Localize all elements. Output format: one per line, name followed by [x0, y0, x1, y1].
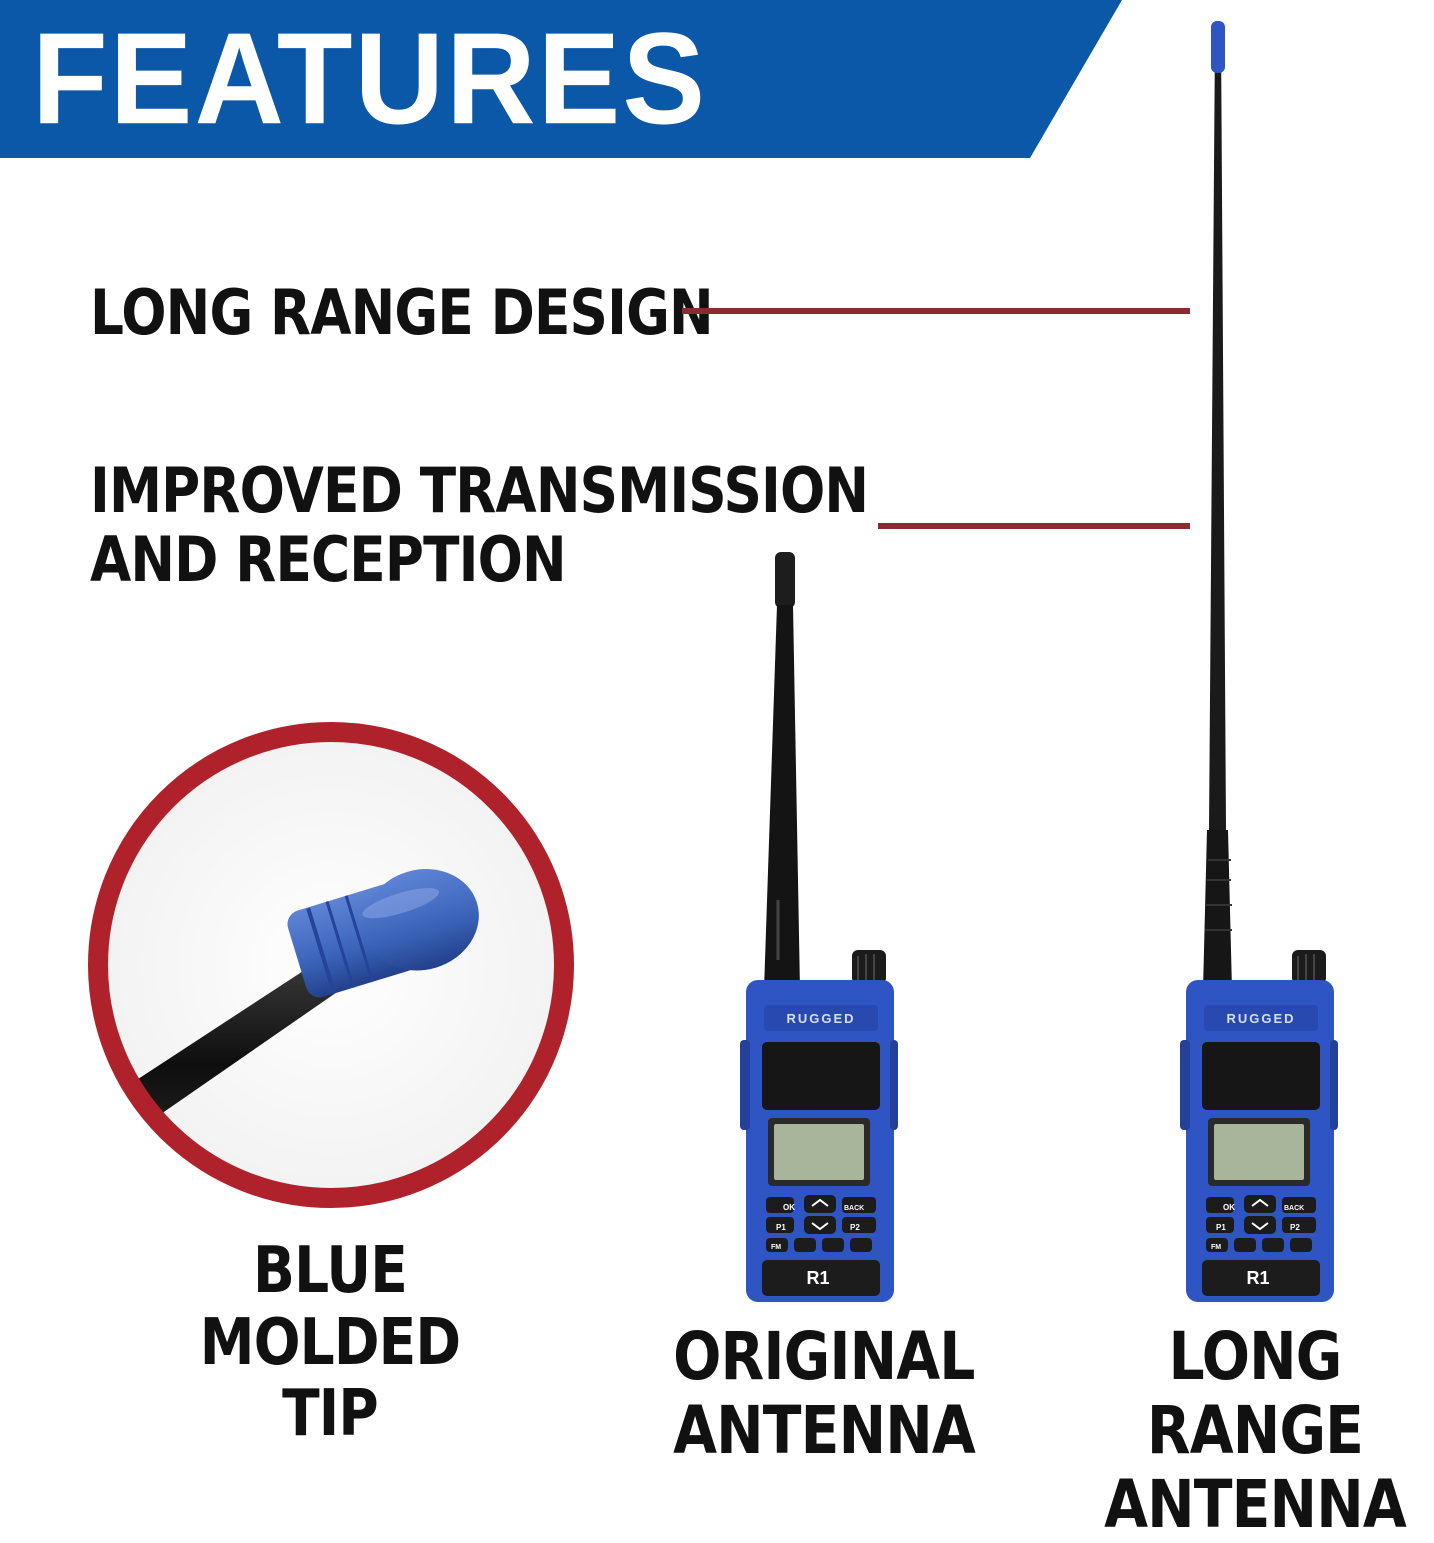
- leader-line-design: [682, 308, 1190, 314]
- caption-original-antenna: ORIGINAL ANTENNA: [673, 1318, 976, 1469]
- feature-label-line2: AND RECEPTION: [90, 523, 567, 597]
- radio-key-back-1: BACK: [844, 1205, 864, 1212]
- leader-line-transmission: [878, 523, 1190, 529]
- long-range-antenna: [1203, 21, 1232, 990]
- radio-key-back-2: BACK: [1284, 1205, 1304, 1212]
- radio-key-ok-1: OK: [783, 1203, 795, 1212]
- banner-title: FEATURES: [32, 6, 708, 152]
- radio-original: [740, 950, 898, 1302]
- radio-key-p1-2: P1: [1216, 1223, 1226, 1232]
- radio-key-ok-2: OK: [1223, 1203, 1235, 1212]
- original-antenna: [764, 552, 800, 990]
- caption-line2: ANTENNA: [1104, 1465, 1407, 1543]
- caption-line1: LONG RANGE: [1146, 1318, 1364, 1469]
- caption-line2: MOLDED TIP: [199, 1305, 461, 1452]
- caption-line1: BLUE: [253, 1234, 408, 1308]
- feature-improved-transmission: IMPROVED TRANSMISSION AND RECEPTION: [90, 454, 869, 597]
- radio-brand-label-1: RUGGED: [786, 1011, 855, 1026]
- caption-line1: ORIGINAL: [673, 1318, 975, 1395]
- feature-long-range-design: LONG RANGE DESIGN: [90, 276, 714, 349]
- radio-key-fm-2: FM: [1211, 1244, 1221, 1251]
- radio-key-fm-1: FM: [771, 1244, 781, 1251]
- caption-long-range-antenna: LONG RANGE ANTENNA: [1079, 1320, 1432, 1542]
- radio-model-label-1: R1: [806, 1268, 829, 1288]
- radio-model-label-2: R1: [1246, 1268, 1269, 1288]
- feature-label: LONG RANGE DESIGN: [90, 276, 714, 349]
- radio-key-p2-2: P2: [1290, 1223, 1300, 1232]
- features-banner: [0, 0, 1122, 158]
- product-illustration: RUGGED OK BACK P1 P2 FM R1: [88, 21, 1338, 1302]
- radio-key-p1-1: P1: [776, 1223, 786, 1232]
- radio-key-p2-1: P2: [850, 1223, 860, 1232]
- feature-label-line1: IMPROVED TRANSMISSION: [90, 454, 869, 527]
- radio-long-range: [1180, 950, 1338, 1302]
- radio-brand-label-2: RUGGED: [1226, 1011, 1295, 1026]
- caption-blue-molded-tip: BLUE MOLDED TIP: [149, 1234, 510, 1452]
- caption-line2: ANTENNA: [673, 1391, 976, 1469]
- blue-tip-callout: [88, 722, 574, 1208]
